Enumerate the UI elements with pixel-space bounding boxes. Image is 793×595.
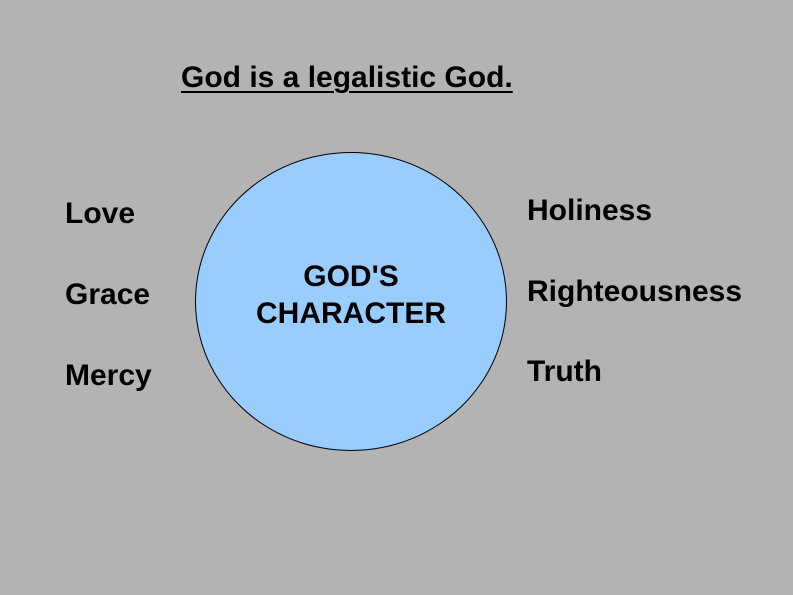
attribute-holiness: Holiness: [527, 194, 653, 227]
attribute-truth: Truth: [527, 355, 602, 388]
circle-label: GOD'S CHARACTER: [195, 258, 507, 332]
circle-label-line1: GOD'S: [303, 260, 399, 293]
attribute-righteousness: Righteousness: [527, 275, 743, 308]
slide-title: God is a legalistic God.: [181, 61, 513, 94]
character-circle: [195, 152, 507, 451]
attribute-mercy: Mercy: [65, 359, 152, 392]
attribute-grace: Grace: [65, 278, 151, 311]
circle-label-line2: CHARACTER: [256, 297, 446, 330]
attribute-love: Love: [65, 197, 136, 230]
